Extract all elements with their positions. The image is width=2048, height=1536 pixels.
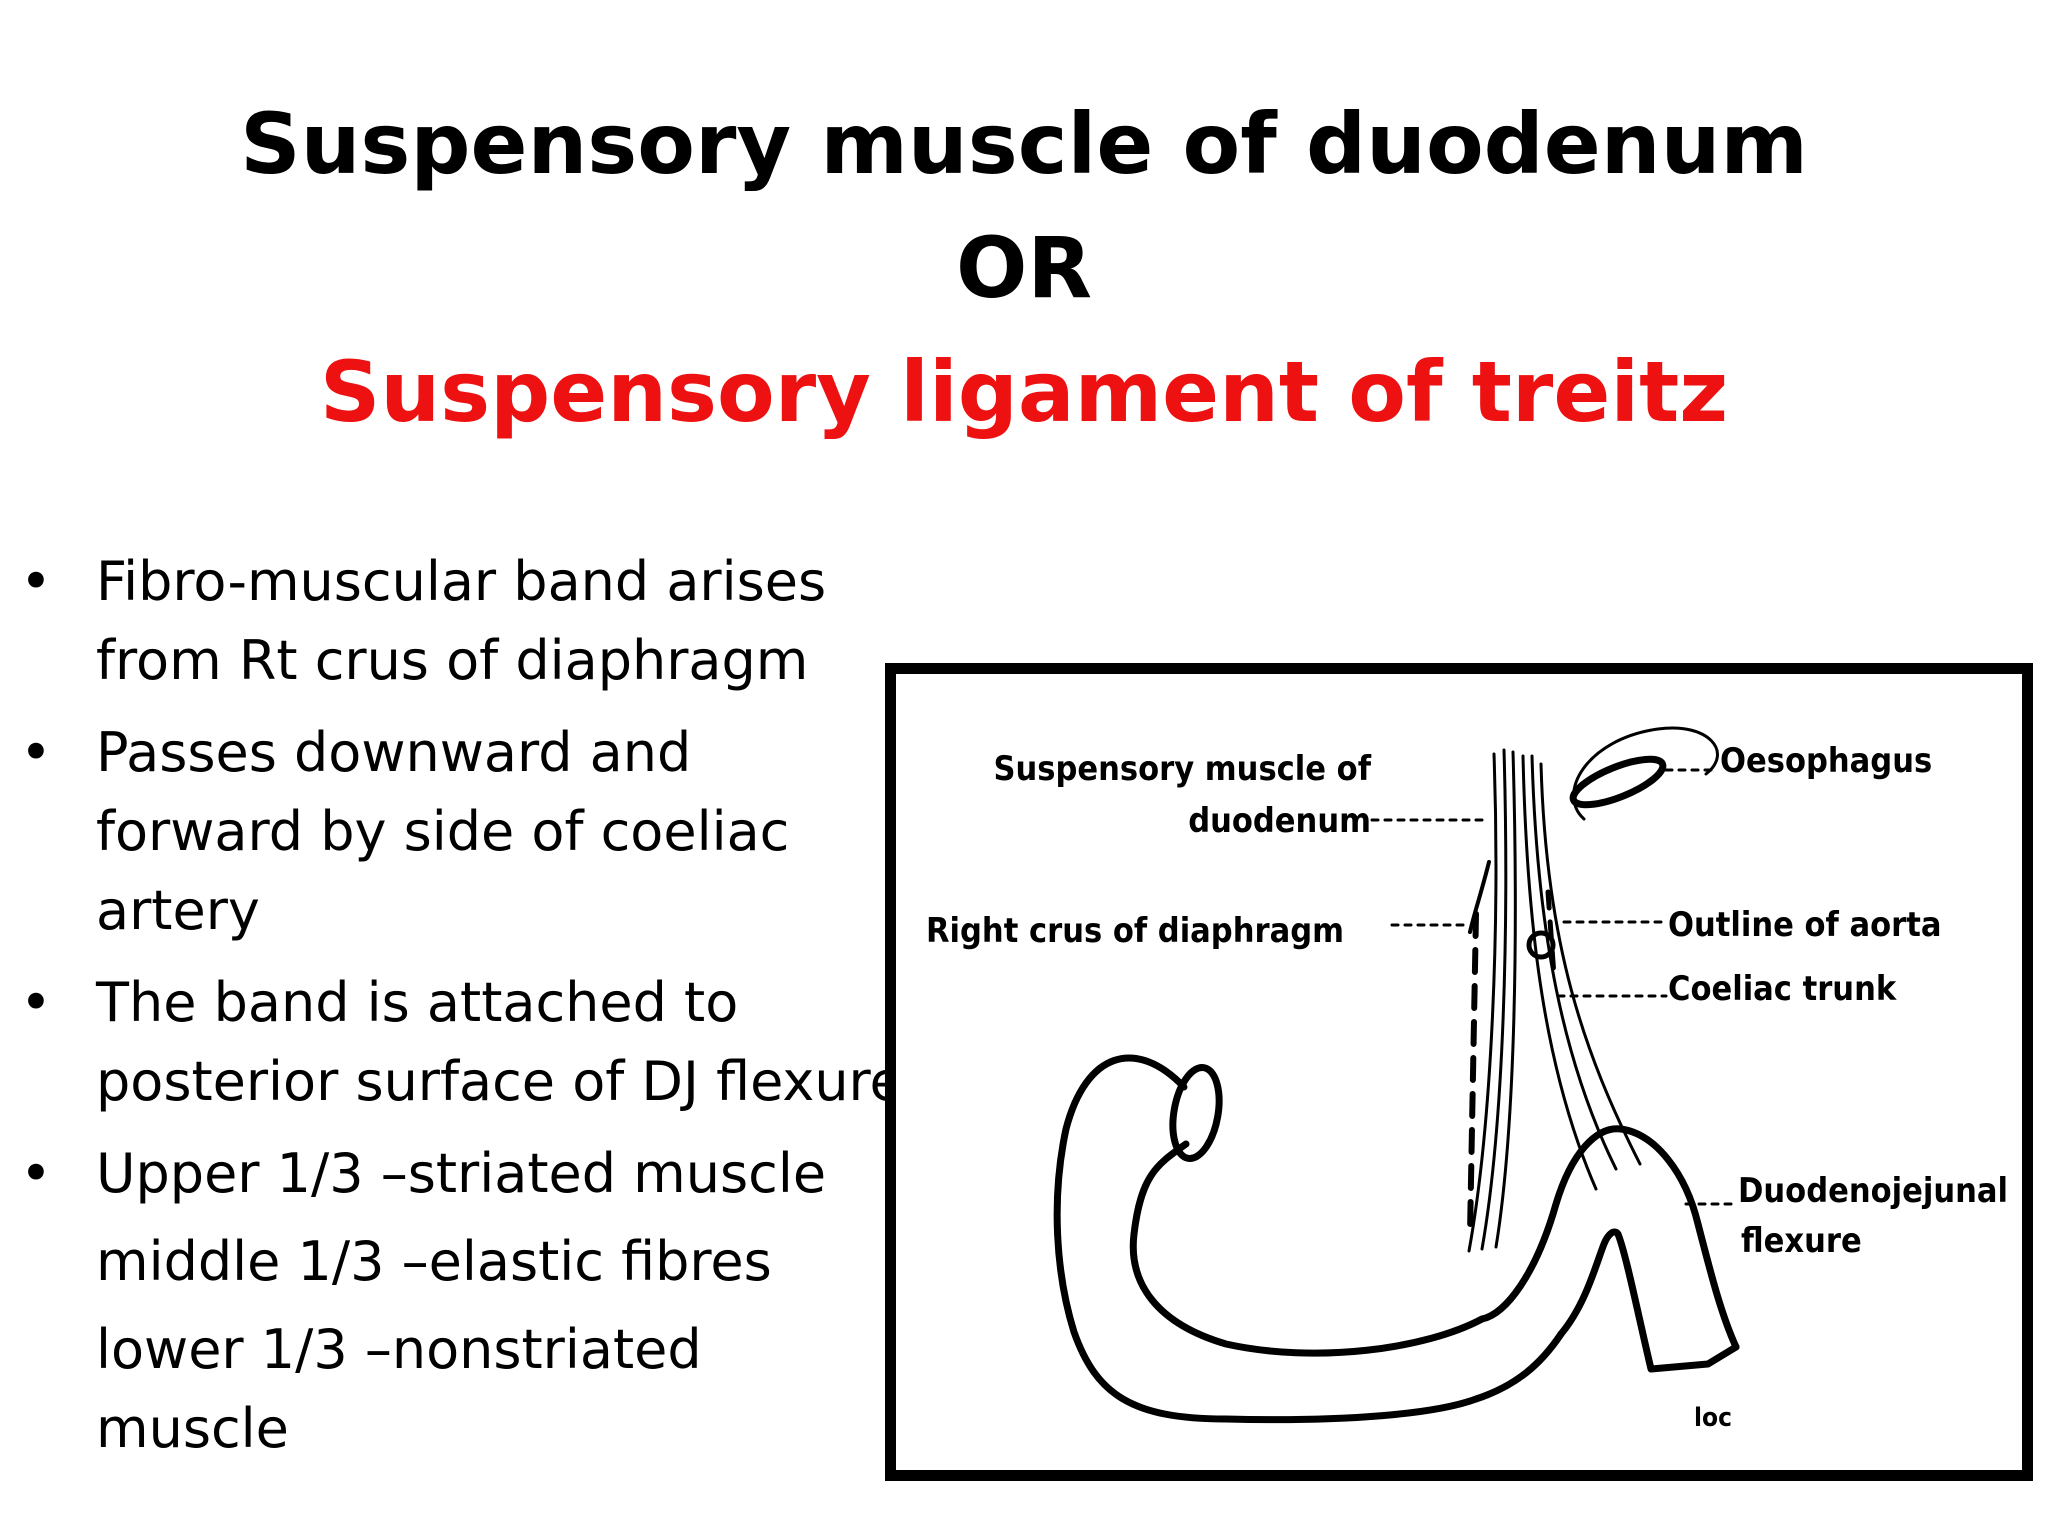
anatomy-diagram-frame: Suspensory muscle of duodenum Oesophagus… [885,663,2033,1481]
suspensory-muscle-fibres [1467,748,1642,1253]
bullet-item-composition-middle: middle 1/3 –elastic fibres [20,1222,900,1301]
label-duodenojejunal-flexure: flexure [1741,1221,1862,1261]
bullet-item-attachment: The band is attached to posterior surfac… [20,963,903,1121]
bullet-text: Fibro-muscular band arises [96,550,827,613]
title-line-2: OR [955,219,1093,317]
bullet-item-course: Passes downward and forward by side of c… [20,713,900,950]
duodenum-shape [1053,1054,1740,1424]
label-coeliac-trunk: Coeliac trunk [1668,969,1897,1009]
bullet-text: artery [96,879,260,942]
label-suspensory-muscle: duodenum [1188,801,1371,841]
label-duodenojejunal-flexure: Duodenojejunal [1738,1171,2008,1211]
leader-lines [1370,768,1738,1206]
bullet-item-composition-lower: lower 1/3 –nonstriated muscle [20,1310,900,1468]
bullet-text: Passes downward and [96,721,692,784]
label-suspensory-muscle: Suspensory muscle of [993,749,1371,789]
label-right-crus: Right crus of diaphragm [926,911,1344,951]
aorta-outline [1545,889,1557,979]
bullet-text: The band is attached to [96,971,739,1034]
oesophagus-shape [1569,755,1667,809]
bullet-item-composition-upper: Upper 1/3 –striated muscle [20,1134,900,1213]
bullet-text: muscle [96,1397,289,1460]
title-line-3: Suspensory ligament of treitz [319,343,1729,441]
bullet-text: posterior surface of DJ flexure [96,1050,903,1113]
bullet-text: Upper 1/3 –striated muscle [96,1142,827,1205]
oesophagus-outline [1572,726,1719,821]
bullet-text: forward by side of coeliac [96,800,790,863]
anatomy-diagram: Suspensory muscle of duodenum Oesophagus… [926,726,2008,1433]
coeliac-trunk-shape [1526,930,1556,960]
title-line-1: Suspensory muscle of duodenum [240,95,1808,193]
bullet-text: middle 1/3 –elastic fibres [96,1230,772,1293]
bullet-list: Fibro-muscular band arises from Rt crus … [20,542,903,1481]
label-oesophagus: Oesophagus [1720,741,1932,781]
bullet-item-origin: Fibro-muscular band arises from Rt crus … [20,542,900,700]
slide-title: Suspensory muscle of duodenum OR Suspens… [0,82,2048,454]
bullet-text: lower 1/3 –nonstriated [96,1318,702,1381]
bullet-text: from Rt crus of diaphragm [96,629,809,692]
label-aorta: Outline of aorta [1668,905,1942,945]
artist-signature: loc [1694,1403,1732,1433]
right-crus-line [1467,911,1479,1237]
